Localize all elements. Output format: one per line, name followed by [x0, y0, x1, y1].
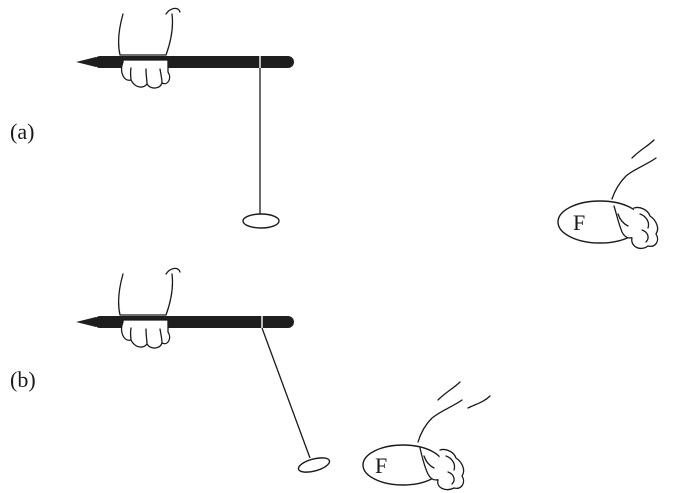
pendulum-b [261, 316, 331, 473]
panel-a: (a) F [10, 7, 659, 250]
hand-icon [417, 381, 491, 491]
disk-a: F [557, 200, 643, 244]
pendulum-bob-b [297, 457, 331, 473]
panel-label-b: (b) [10, 367, 36, 392]
hand-icon [611, 139, 659, 250]
panel-b: (b) F [10, 267, 491, 491]
disk-letter-b: F [375, 453, 387, 478]
hand-icon [117, 267, 181, 349]
hand-icon [117, 7, 181, 89]
disk-letter-a: F [573, 210, 585, 235]
rod-a [76, 56, 294, 68]
pendulum-bob-a [242, 213, 280, 229]
pendulum-a [242, 56, 280, 229]
panel-label-a: (a) [10, 119, 34, 144]
